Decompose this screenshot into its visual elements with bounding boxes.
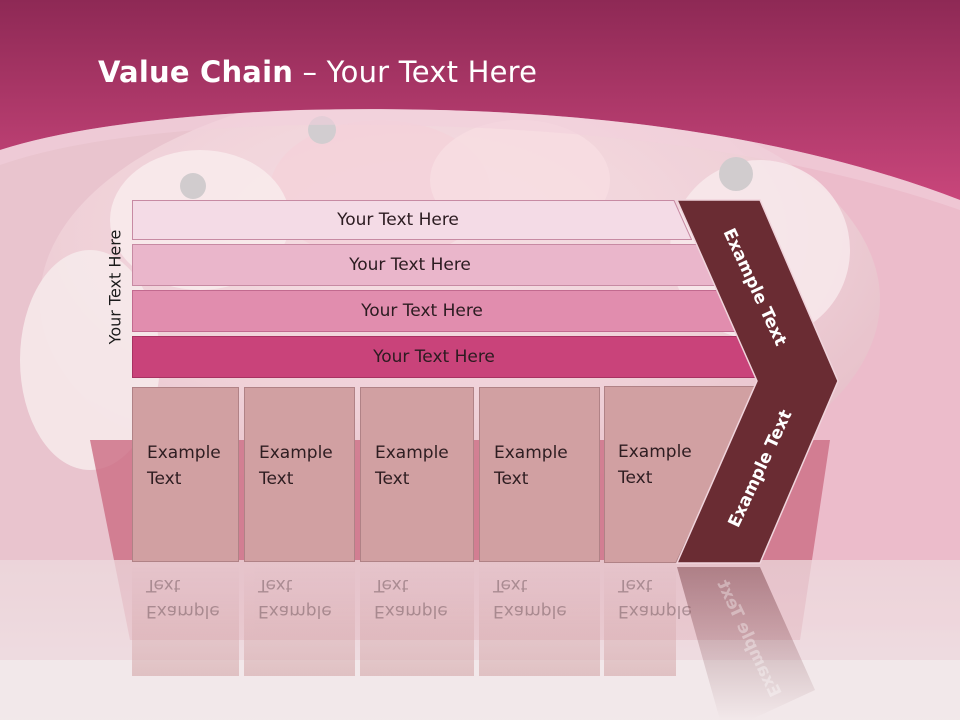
title-bold: Value Chain <box>98 55 294 89</box>
support-bar-3: Your Text Here <box>132 290 740 332</box>
box-text: Example Text <box>375 443 449 489</box>
activity-box-5: Example Text <box>604 386 760 563</box>
bar-label: Your Text Here <box>361 301 483 321</box>
reflection-text: Example Text <box>258 575 332 621</box>
reflection-1: Example Text <box>132 566 239 676</box>
reflection-text: Example Text <box>493 575 567 621</box>
support-bar-1: Your Text Here <box>132 200 692 240</box>
reflection-5: Example Text <box>604 566 692 676</box>
vertical-label: Your Text Here <box>105 229 125 345</box>
activity-box-1: Example Text <box>132 387 239 562</box>
box-text: Example Text <box>147 443 221 489</box>
slide-title: Value Chain – Your Text Here <box>98 55 537 89</box>
activity-box-4: Example Text <box>479 387 600 562</box>
reflection-2: Example Text <box>244 566 355 676</box>
activity-box-2: Example Text <box>244 387 355 562</box>
bar-label: Your Text Here <box>349 255 471 275</box>
reflection-text: Example Text <box>618 575 692 621</box>
box-text: Example Text <box>259 443 333 489</box>
reflection-text: Example Text <box>374 575 448 621</box>
support-bar-2: Your Text Here <box>132 244 716 286</box>
activity-box-3: Example Text <box>360 387 474 562</box>
box-text: Example Text <box>494 443 568 489</box>
support-bar-4: Your Text Here <box>132 336 764 378</box>
reflection-text: Example Text <box>146 575 220 621</box>
bar-label: Your Text Here <box>337 210 459 230</box>
reflection-4: Example Text <box>479 566 600 676</box>
title-rest: – Your Text Here <box>293 55 538 89</box>
reflection-3: Example Text <box>360 566 474 676</box>
bar-label: Your Text Here <box>373 347 495 367</box>
box-text: Example Text <box>618 442 692 488</box>
